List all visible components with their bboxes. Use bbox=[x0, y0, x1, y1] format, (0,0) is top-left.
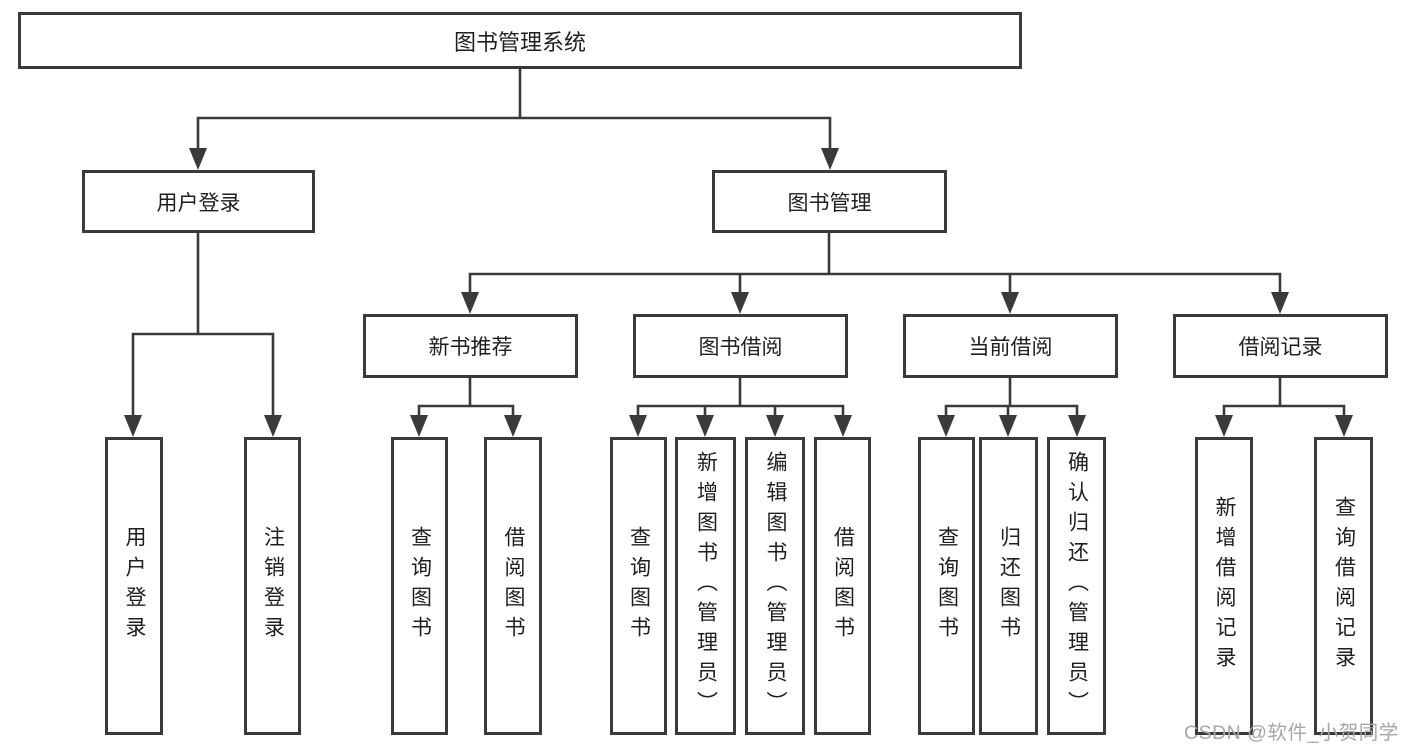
node-current-borrowing: 当前借阅 bbox=[903, 314, 1118, 378]
node-user-login: 用户登录 bbox=[82, 170, 315, 233]
node-library-system: 图书管理系统 bbox=[18, 12, 1022, 69]
leaf-logout: 注销登录 bbox=[244, 437, 301, 735]
leaf-borrow-book: 借阅图书 bbox=[814, 437, 871, 735]
leaf-edit-book-admin-label: 编辑图书（管理员） bbox=[764, 451, 788, 721]
leaf-current-search-book-label: 查询图书 bbox=[935, 526, 959, 646]
connector-new-book-rec-to-leaves bbox=[410, 378, 522, 437]
node-book-borrowing-label: 图书借阅 bbox=[698, 336, 783, 359]
leaf-rec-search-book: 查询图书 bbox=[391, 437, 448, 735]
leaf-return-book: 归还图书 bbox=[979, 437, 1038, 735]
node-library-system-label: 图书管理系统 bbox=[453, 29, 586, 55]
leaf-borrow-search-book-label: 查询图书 bbox=[627, 526, 651, 646]
node-book-borrowing: 图书借阅 bbox=[633, 314, 848, 378]
connector-borrow-records-to-leaves bbox=[1215, 378, 1353, 437]
leaf-confirm-return-admin-label: 确认归还（管理员） bbox=[1065, 451, 1089, 721]
leaf-edit-book-admin: 编辑图书（管理员） bbox=[745, 437, 805, 735]
leaf-rec-search-book-label: 查询图书 bbox=[408, 526, 432, 646]
node-book-management: 图书管理 bbox=[712, 170, 947, 233]
node-book-management-label: 图书管理 bbox=[787, 191, 872, 215]
leaf-return-book-label: 归还图书 bbox=[997, 526, 1021, 646]
leaf-borrow-search-book: 查询图书 bbox=[610, 437, 667, 735]
leaf-rec-borrow-book-label: 借阅图书 bbox=[502, 526, 526, 646]
leaf-add-borrow-record: 新增借阅记录 bbox=[1195, 437, 1253, 735]
connector-book-mgmt-to-level3 bbox=[461, 233, 1289, 314]
node-user-login-label: 用户登录 bbox=[156, 191, 241, 215]
node-new-book-recommend-label: 新书推荐 bbox=[428, 336, 513, 359]
leaf-add-book-admin: 新增图书（管理员） bbox=[675, 437, 736, 735]
node-new-book-recommend: 新书推荐 bbox=[363, 314, 578, 378]
leaf-borrow-book-label: 借阅图书 bbox=[831, 526, 855, 646]
leaf-user-login: 用户登录 bbox=[105, 437, 163, 735]
leaf-search-borrow-record: 查询借阅记录 bbox=[1314, 437, 1373, 735]
leaf-add-book-admin-label: 新增图书（管理员） bbox=[694, 451, 718, 721]
connector-book-borrow-to-leaves bbox=[629, 378, 852, 437]
node-current-borrowing-label: 当前借阅 bbox=[968, 336, 1053, 359]
connector-current-borrow-to-leaves bbox=[937, 378, 1086, 437]
connector-root-to-level2 bbox=[189, 69, 839, 170]
leaf-logout-label: 注销登录 bbox=[261, 526, 285, 646]
leaf-current-search-book: 查询图书 bbox=[918, 437, 975, 735]
leaf-rec-borrow-book: 借阅图书 bbox=[484, 437, 542, 735]
leaf-add-borrow-record-label: 新增借阅记录 bbox=[1213, 496, 1237, 676]
node-borrow-records-label: 借阅记录 bbox=[1238, 336, 1323, 359]
leaf-confirm-return-admin: 确认归还（管理员） bbox=[1047, 437, 1106, 735]
leaf-user-login-label: 用户登录 bbox=[123, 526, 147, 646]
leaf-search-borrow-record-label: 查询借阅记录 bbox=[1332, 496, 1356, 676]
node-borrow-records: 借阅记录 bbox=[1173, 314, 1388, 378]
connector-user-login-to-leaves bbox=[124, 233, 282, 437]
